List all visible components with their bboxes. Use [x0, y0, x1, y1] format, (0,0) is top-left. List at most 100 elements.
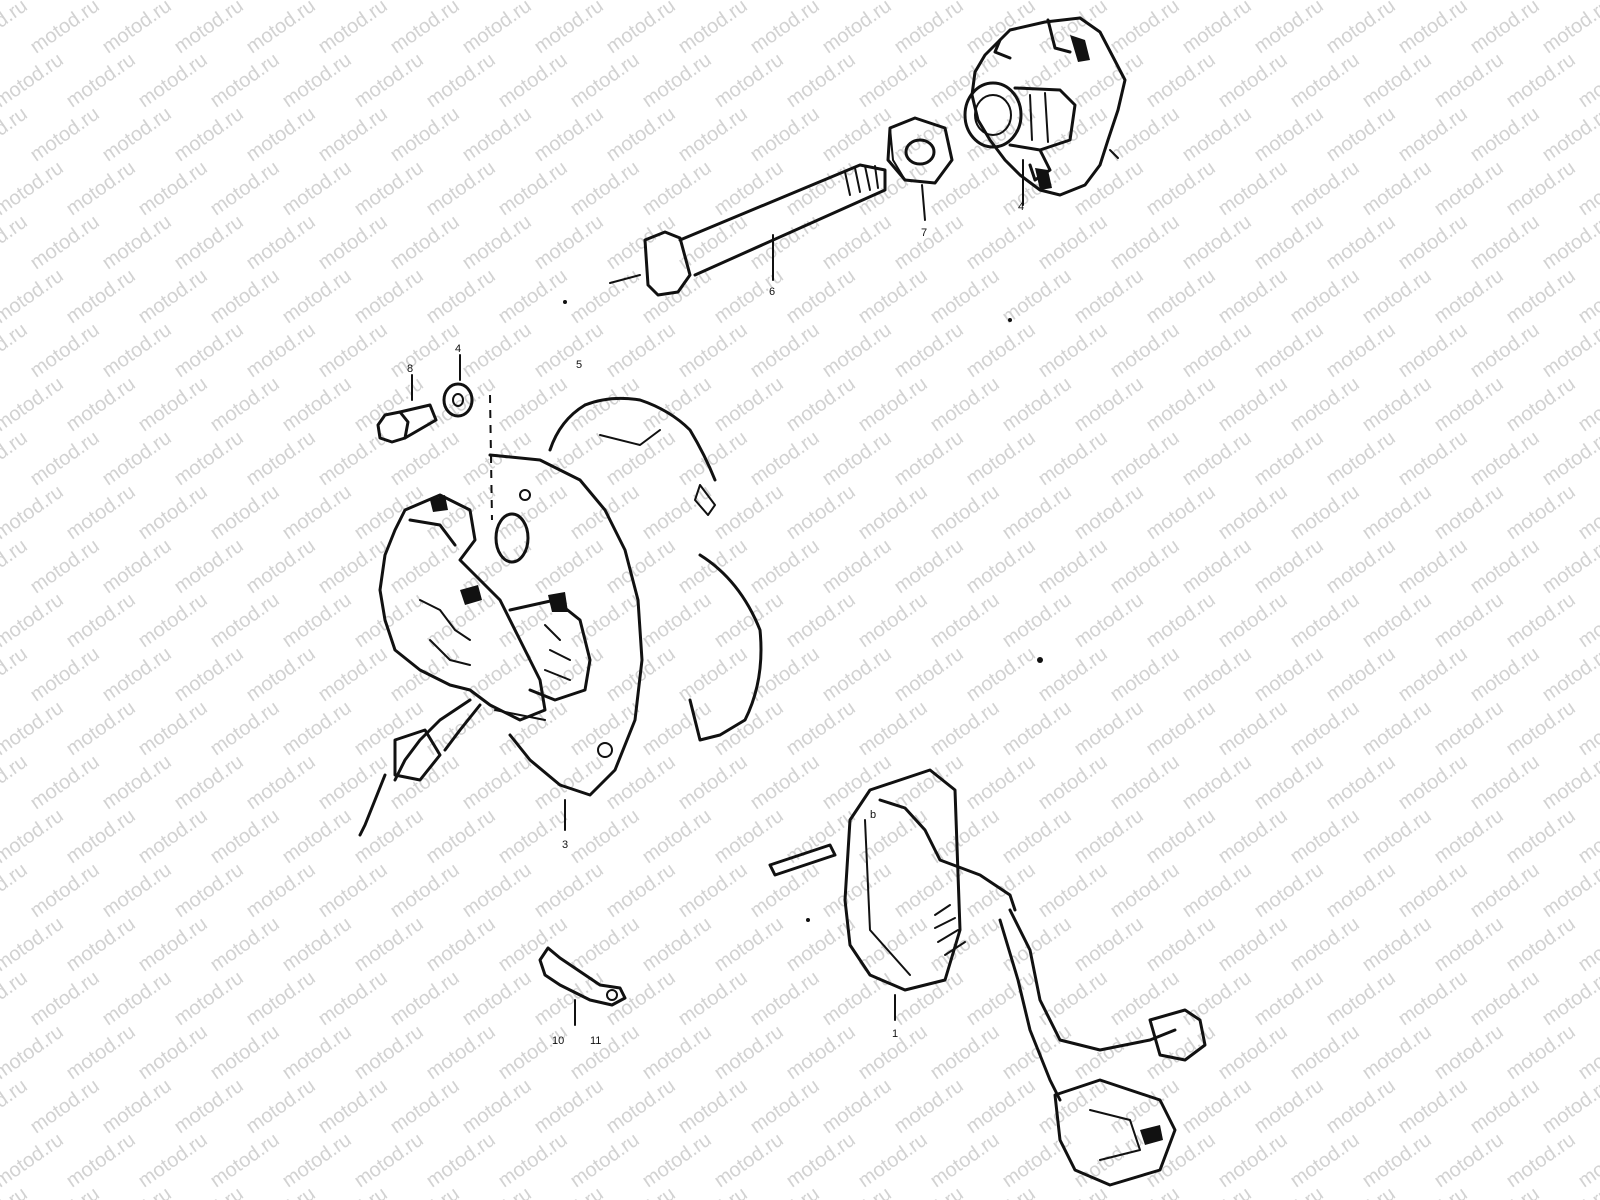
- screw: [376, 374, 438, 444]
- callout-nut: 7: [921, 227, 927, 239]
- watermark-text: motod.ru: [1250, 535, 1327, 598]
- watermark-text: motod.ru: [638, 49, 715, 112]
- callout-regulator: 1: [892, 1028, 898, 1040]
- watermark-text: motod.ru: [494, 0, 571, 4]
- watermark-text: motod.ru: [1430, 481, 1507, 544]
- watermark-text: motod.ru: [638, 697, 715, 760]
- watermark-text: motod.ru: [674, 535, 751, 598]
- watermark-text: motod.ru: [926, 0, 1003, 4]
- watermark-text: motod.ru: [1034, 211, 1111, 274]
- watermark-text: motod.ru: [1502, 913, 1579, 976]
- watermark-text: motod.ru: [1106, 1075, 1183, 1138]
- watermark-text: motod.ru: [1034, 967, 1111, 1030]
- watermark-text: motod.ru: [98, 1075, 175, 1138]
- watermark-text: motod.ru: [710, 805, 787, 868]
- watermark-text: motod.ru: [1250, 319, 1327, 382]
- watermark-text: motod.ru: [818, 103, 895, 166]
- watermark-text: motod.ru: [242, 859, 319, 922]
- watermark-text: motod.ru: [890, 1075, 967, 1138]
- watermark-text: motod.ru: [98, 103, 175, 166]
- watermark-text: motod.ru: [278, 1129, 355, 1192]
- watermark-text: motod.ru: [170, 211, 247, 274]
- watermark-text: motod.ru: [386, 1075, 463, 1138]
- watermark-text: motod.ru: [1286, 913, 1363, 976]
- watermark-text: motod.ru: [1214, 1021, 1291, 1084]
- watermark-text: motod.ru: [962, 319, 1039, 382]
- watermark-text: motod.ru: [134, 373, 211, 436]
- watermark-text: motod.ru: [350, 49, 427, 112]
- watermark-text: motod.ru: [746, 1183, 823, 1200]
- watermark-text: motod.ru: [278, 1021, 355, 1084]
- watermark-text: motod.ru: [1286, 1129, 1363, 1192]
- watermark-text: motod.ru: [242, 1075, 319, 1138]
- watermark-text: motod.ru: [926, 1021, 1003, 1084]
- watermark-text: motod.ru: [98, 319, 175, 382]
- watermark-text: motod.ru: [1286, 481, 1363, 544]
- watermark-text: motod.ru: [1286, 157, 1363, 220]
- watermark-text: motod.ru: [0, 913, 68, 976]
- watermark-text: motod.ru: [926, 49, 1003, 112]
- watermark-text: motod.ru: [134, 265, 211, 328]
- watermark-text: motod.ru: [242, 427, 319, 490]
- watermark-text: motod.ru: [1466, 535, 1543, 598]
- watermark-text: motod.ru: [1430, 589, 1507, 652]
- watermark-text: motod.ru: [98, 0, 175, 58]
- watermark-text: motod.ru: [1466, 103, 1543, 166]
- watermark-text: motod.ru: [242, 751, 319, 814]
- watermark-text: motod.ru: [1466, 643, 1543, 706]
- watermark-text: motod.ru: [1178, 103, 1255, 166]
- watermark-text: motod.ru: [278, 0, 355, 4]
- watermark-text: motod.ru: [890, 967, 967, 1030]
- watermark-text: motod.ru: [530, 0, 607, 58]
- watermark-text: motod.ru: [386, 859, 463, 922]
- watermark-text: motod.ru: [134, 157, 211, 220]
- watermark-text: motod.ru: [422, 1021, 499, 1084]
- watermark-text: motod.ru: [386, 967, 463, 1030]
- watermark-text: motod.ru: [1322, 1075, 1399, 1138]
- watermark-text: motod.ru: [422, 1129, 499, 1192]
- watermark-text: motod.ru: [1034, 859, 1111, 922]
- watermark-text: motod.ru: [1034, 319, 1111, 382]
- watermark-text: motod.ru: [1142, 805, 1219, 868]
- watermark-text: motod.ru: [1106, 427, 1183, 490]
- watermark-text: motod.ru: [386, 319, 463, 382]
- watermark-text: motod.ru: [458, 751, 535, 814]
- watermark-text: motod.ru: [206, 1021, 283, 1084]
- watermark-text: motod.ru: [890, 643, 967, 706]
- watermark-text: motod.ru: [98, 859, 175, 922]
- watermark-text: motod.ru: [1358, 157, 1435, 220]
- watermark-text: motod.ru: [98, 1183, 175, 1200]
- watermark-text: motod.ru: [1142, 913, 1219, 976]
- watermark-text: motod.ru: [1106, 967, 1183, 1030]
- stray-marks: [563, 300, 1043, 922]
- watermark-text: motod.ru: [998, 1129, 1075, 1192]
- watermark-text: motod.ru: [1574, 157, 1600, 220]
- watermark-text: motod.ru: [1358, 1129, 1435, 1192]
- watermark-text: motod.ru: [458, 1075, 535, 1138]
- watermark-text: motod.ru: [782, 481, 859, 544]
- watermark-text: motod.ru: [674, 751, 751, 814]
- watermark-text: motod.ru: [1466, 751, 1543, 814]
- watermark-text: motod.ru: [854, 373, 931, 436]
- callout-coil-unit: 4: [1018, 201, 1024, 213]
- watermark-text: motod.ru: [458, 643, 535, 706]
- watermark-text: motod.ru: [26, 1183, 103, 1200]
- watermark-text: motod.ru: [602, 1183, 679, 1200]
- callout-clamp-b: 11: [590, 1035, 601, 1047]
- watermark-text: motod.ru: [1502, 265, 1579, 328]
- watermark-text: motod.ru: [1070, 157, 1147, 220]
- watermark-text: motod.ru: [998, 373, 1075, 436]
- watermark-text: motod.ru: [1322, 1183, 1399, 1200]
- watermark-text: motod.ru: [494, 1021, 571, 1084]
- watermark-text: motod.ru: [0, 373, 68, 436]
- watermark-text: motod.ru: [1574, 697, 1600, 760]
- watermark-text: motod.ru: [710, 697, 787, 760]
- watermark-text: motod.ru: [422, 481, 499, 544]
- watermark-text: motod.ru: [26, 535, 103, 598]
- watermark-text: motod.ru: [0, 751, 32, 814]
- watermark-text: motod.ru: [746, 535, 823, 598]
- watermark-text: motod.ru: [1214, 373, 1291, 436]
- watermark-text: motod.ru: [170, 319, 247, 382]
- watermark-text: motod.ru: [386, 427, 463, 490]
- dashed-guide-line: [489, 394, 493, 521]
